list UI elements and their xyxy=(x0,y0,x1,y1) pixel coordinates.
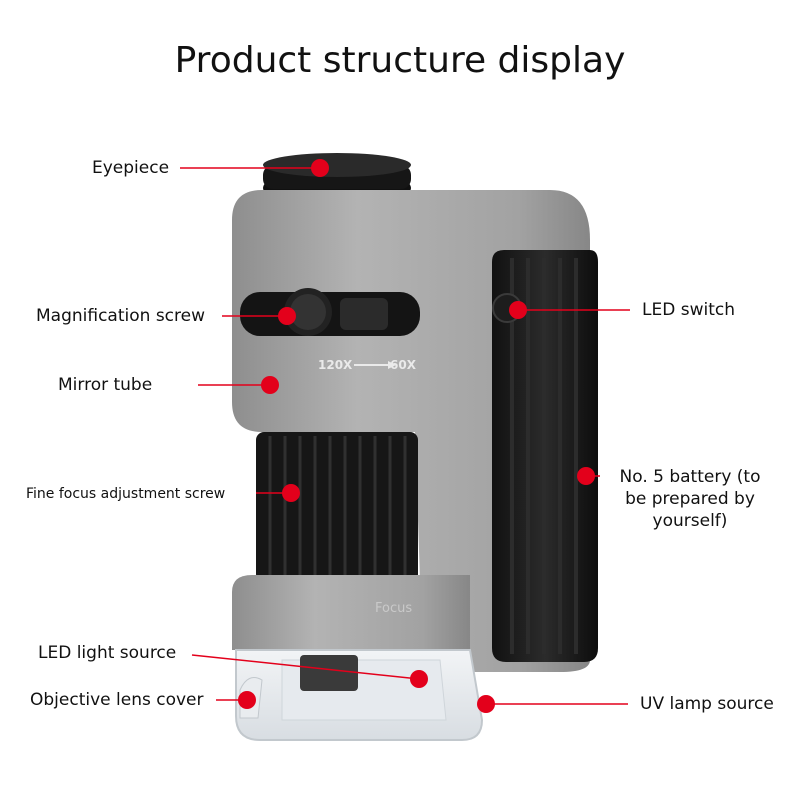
label-battery-line-3: yourself) xyxy=(652,511,728,531)
focus-foot xyxy=(232,575,470,650)
mirror-tube-marker xyxy=(261,376,279,394)
callouts xyxy=(180,159,630,713)
scale-left-text: 120X xyxy=(318,358,353,372)
label-battery: No. 5 battery (to be prepared by yoursel… xyxy=(604,466,776,532)
label-objective-cover: Objective lens cover xyxy=(30,690,204,710)
page-title: Product structure display xyxy=(174,40,626,81)
fine-focus-marker xyxy=(282,484,300,502)
objective-cover-marker xyxy=(238,691,256,709)
label-led-light: LED light source xyxy=(38,643,177,663)
label-magnification-screw: Magnification screw xyxy=(36,306,205,326)
label-fine-focus: Fine focus adjustment screw xyxy=(26,486,226,502)
led-light-leader xyxy=(191,654,420,680)
scale-arrow-head xyxy=(388,361,396,369)
label-battery-line-1: No. 5 battery (to xyxy=(619,467,761,487)
scale-right-text: 60X xyxy=(390,358,417,372)
label-led-switch: LED switch xyxy=(642,300,735,320)
label-eyepiece: Eyepiece xyxy=(92,158,170,178)
led-light-marker xyxy=(410,670,428,688)
magnification-slot xyxy=(240,288,420,336)
label-battery-line-2: be prepared by xyxy=(625,489,755,509)
uv-lamp-marker xyxy=(477,695,495,713)
label-uv-lamp: UV lamp source xyxy=(640,694,774,714)
led-switch-marker xyxy=(509,301,527,319)
focus-text: Focus xyxy=(375,601,412,616)
label-mirror-tube: Mirror tube xyxy=(58,375,153,395)
fine-focus-cylinder xyxy=(256,432,418,582)
magnification-screw-marker xyxy=(278,307,296,325)
battery-grip xyxy=(492,250,598,662)
eyepiece-marker xyxy=(311,159,329,177)
battery-marker xyxy=(577,467,595,485)
led-lens-barrel xyxy=(300,655,358,691)
